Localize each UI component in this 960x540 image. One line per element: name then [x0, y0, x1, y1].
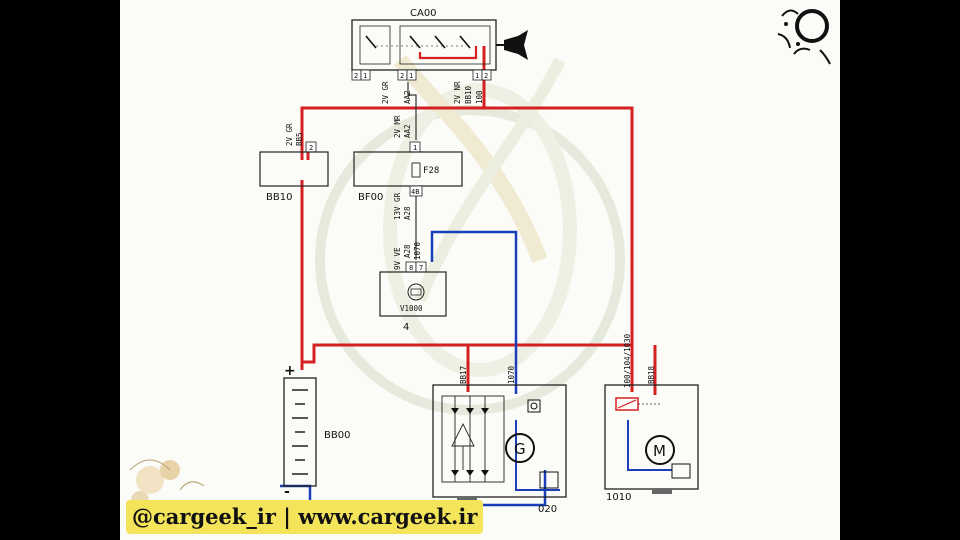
bf-pin: 4B [411, 188, 419, 196]
battery-warning-lamp-icon [407, 283, 425, 301]
connector-icon [539, 471, 559, 489]
ground-icon [652, 489, 672, 494]
sw-pin: 2 [400, 72, 404, 80]
blue-wires [280, 230, 672, 507]
wire-label: 2V GR [285, 123, 294, 146]
wire-label: 2V GR [381, 81, 390, 104]
generator-symbol: G [514, 440, 526, 458]
v1000-label: V1000 [400, 304, 423, 313]
watermark-banner: @cargeek_ir | www.cargeek.ir [126, 500, 484, 534]
wire-label: BB18 [647, 365, 656, 384]
floral-corner-decoration [129, 459, 205, 509]
component-alternator: BB17 1070 G 020 [432, 365, 567, 515]
wire-label: BB5 [295, 132, 304, 146]
pinion-icon [671, 463, 691, 479]
wire-label: AA2 [403, 90, 412, 104]
motor-symbol: M [653, 442, 666, 460]
battery-plus: + [284, 363, 296, 379]
ornament-logo [777, 9, 831, 65]
starter-label: 1010 [606, 492, 631, 503]
red-wires [300, 46, 657, 395]
sw-pin: 2 [354, 72, 358, 80]
wire-label: 9V VE [393, 247, 402, 270]
blue-wire-v1000-to-alternator [430, 230, 518, 394]
wire-label: A28 [403, 244, 412, 258]
diode-icons [451, 408, 489, 476]
sw-pin: 1 [409, 72, 413, 80]
slide: CA00 2 1 2 [120, 0, 840, 540]
wire-label: AA2 [403, 124, 412, 138]
component-starter-1010: 100/104/1030 BB18 M 1010 [604, 333, 699, 503]
wire-label: 1070 [413, 241, 422, 260]
alternator-label: 020 [538, 504, 557, 515]
black-wires [279, 82, 417, 530]
sw-pin: 1 [475, 72, 479, 80]
wire-label: BB17 [459, 366, 468, 384]
v1000-pin: 7 [419, 264, 423, 272]
generator-icon [505, 433, 535, 463]
sw-pin: 2 [484, 72, 488, 80]
battery-label: BB00 [324, 430, 350, 441]
sw-pin: 1 [363, 72, 367, 80]
bf00-label: BF00 [358, 192, 383, 203]
wire-label: 100 [475, 90, 484, 104]
wire-label: 13V GR [393, 192, 402, 220]
wire-label: 1070 [507, 365, 516, 384]
fuse-label: F28 [423, 166, 439, 176]
battery-cells-icon [292, 389, 308, 475]
v1000-sub-label: 4 [403, 322, 409, 333]
wiring-diagram: CA00 2 1 2 [259, 8, 699, 530]
component-v1000: 9V VE A28 1070 8 7 V1000 4 [379, 241, 447, 333]
component-bf00: 2V MR AA2 1 F28 4B BF00 13V GR A28 [353, 115, 463, 220]
battery-minus: - [284, 484, 290, 500]
fuse-icon [411, 162, 421, 178]
wire-label: BB10 [464, 85, 473, 104]
wire-label: 100/104/1030 [623, 333, 632, 388]
switch-ca00: CA00 2 1 2 [351, 8, 528, 81]
bb10-label: BB10 [266, 192, 292, 203]
switch-label: CA00 [410, 8, 437, 19]
wire-label: 2V NR [453, 81, 462, 104]
red-wire-switch-to-bb10 [300, 82, 486, 146]
component-bb10: 2V GR BB5 2 BB10 [259, 123, 329, 203]
bf-pin: 1 [413, 144, 417, 152]
bb10-pin: 2 [309, 144, 313, 152]
wire-label: 2V MR [393, 115, 402, 138]
red-wire-battery-bus [300, 343, 632, 370]
ground-icon [457, 497, 477, 502]
motor-icon [645, 435, 675, 465]
wire-label: A28 [403, 206, 412, 220]
red-wire-bus-right [484, 106, 634, 338]
ignition-key-icon [496, 30, 528, 60]
v1000-pin: 8 [409, 264, 413, 272]
regulator-icon [527, 399, 541, 413]
component-bb00-battery: + - BB00 [283, 363, 350, 500]
